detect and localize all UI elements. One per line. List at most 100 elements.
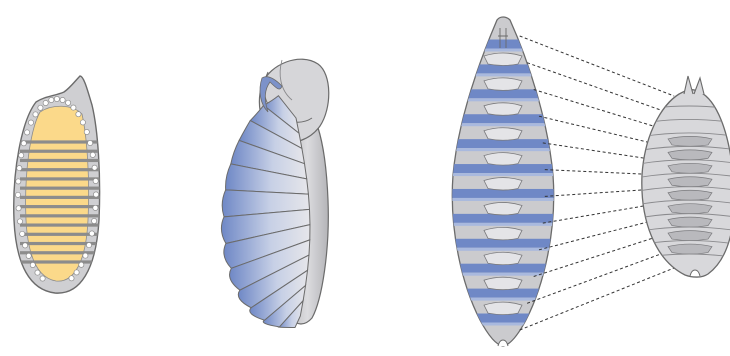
larva-band-shade	[440, 173, 570, 176]
chorion-bead	[90, 152, 95, 157]
chorion-bead	[28, 120, 33, 125]
chorion-bead	[86, 243, 91, 248]
chorion-bead	[25, 130, 30, 135]
chorion-bead	[74, 270, 79, 275]
pupa-plate	[668, 231, 712, 241]
chorion-bead	[60, 97, 65, 102]
egg-stripe	[20, 223, 100, 226]
larva-band-shade	[440, 323, 570, 326]
larva-plate	[484, 202, 522, 215]
connector-line	[534, 237, 658, 277]
larva-band-shade	[440, 123, 570, 126]
chorion-bead	[38, 105, 43, 110]
larva-band-shade	[440, 198, 570, 201]
chorion-bead	[17, 166, 22, 171]
chorion-bead	[17, 219, 22, 224]
egg-stripe	[20, 168, 100, 171]
chorion-bead	[69, 276, 74, 281]
chorion-bead	[23, 243, 28, 248]
larva-plate	[484, 103, 522, 116]
connector-line	[539, 221, 651, 250]
larva-plate	[484, 252, 522, 265]
egg-with-segment-stripes	[14, 76, 100, 293]
chorion-bead	[21, 141, 26, 146]
pupa-plate	[668, 244, 712, 254]
larva-band-shade	[440, 273, 570, 276]
egg-stripe	[20, 187, 100, 190]
larva-band-shade	[440, 73, 570, 76]
chorion-bead	[16, 206, 21, 211]
connector-line	[534, 90, 658, 128]
chorion-bead	[54, 96, 59, 101]
chorion-bead	[84, 129, 89, 134]
pupa-plate	[668, 217, 712, 227]
chorion-bead	[43, 100, 48, 105]
chorion-bead	[93, 178, 98, 183]
pupa-plate	[668, 204, 712, 214]
chorion-bead	[93, 205, 98, 210]
larva-plate	[484, 53, 522, 66]
chorion-bead	[88, 140, 93, 145]
chorion-bead	[20, 231, 25, 236]
larva-plate	[484, 227, 522, 240]
elongated-larva-blue-bands	[440, 17, 570, 346]
chorion-bead	[93, 192, 98, 197]
larva-plate	[484, 78, 522, 91]
pupa-plate	[668, 177, 712, 187]
chorion-bead	[76, 112, 81, 117]
larva-plate	[484, 153, 522, 166]
pupa-plate	[668, 190, 712, 200]
egg-yolk	[26, 106, 89, 281]
curled-segmented-embryo	[221, 59, 328, 327]
egg-stripe	[20, 251, 100, 254]
egg-stripe	[20, 150, 100, 153]
egg-stripe	[20, 196, 100, 199]
larva-band-shade	[440, 223, 570, 226]
chorion-bead	[40, 276, 45, 281]
larva-band-shade	[440, 49, 570, 52]
chorion-bead	[30, 262, 35, 267]
chorion-bead	[35, 270, 40, 275]
pupa-plate	[668, 150, 712, 160]
connector-line	[543, 143, 647, 159]
chorion-bead	[33, 112, 38, 117]
larva-plate	[484, 302, 522, 315]
larva-plate	[484, 128, 522, 141]
embryo-segments	[221, 96, 310, 328]
chorion-bead	[92, 165, 97, 170]
chorion-bead	[92, 218, 97, 223]
larva-band-shade	[440, 298, 570, 301]
pupa-plate	[668, 163, 712, 173]
connector-line	[545, 170, 645, 175]
egg-stripe	[20, 214, 100, 217]
chorion-bead	[16, 179, 21, 184]
egg-stripe	[20, 205, 100, 208]
chorion-bead	[66, 100, 71, 105]
connector-line	[545, 190, 645, 197]
larva-band	[440, 40, 570, 49]
egg-stripe	[20, 177, 100, 180]
chorion-bead	[79, 262, 84, 267]
chorion-bead	[19, 153, 24, 158]
chorion-bead	[89, 231, 94, 236]
chorion-bead	[26, 253, 31, 258]
chorion-bead	[80, 120, 85, 125]
egg-stripe	[20, 233, 100, 236]
larva-band-shade	[440, 248, 570, 251]
connector-line	[527, 63, 665, 112]
connector-line	[527, 252, 665, 303]
chorion-bead	[49, 97, 54, 102]
connector-line	[543, 206, 647, 224]
compact-pupal-body	[640, 76, 730, 277]
chorion-bead	[71, 105, 76, 110]
larva-band-shade	[440, 98, 570, 101]
caption-text	[0, 0, 730, 8]
egg-stripe	[20, 159, 100, 162]
larva-plate	[484, 277, 522, 290]
chorion-bead	[83, 253, 88, 258]
chorion-bead	[15, 192, 20, 197]
larva-plate	[484, 178, 522, 191]
pupa-plate	[668, 136, 712, 146]
